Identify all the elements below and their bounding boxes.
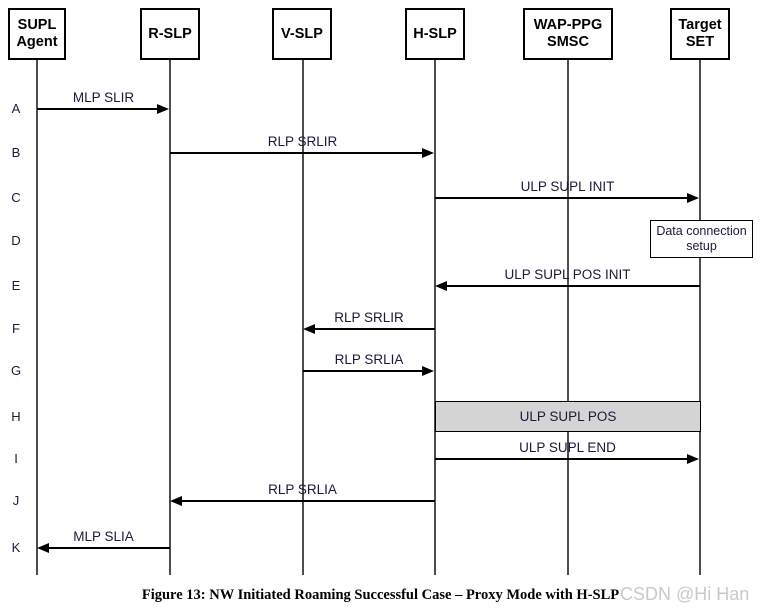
lifeline-v-slp [302, 60, 304, 575]
figure-caption: Figure 13: NW Initiated Roaming Successf… [141, 587, 620, 603]
actor-box-v-slp: V-SLP [272, 8, 332, 60]
step-key-a: A [11, 101, 21, 116]
message-arrowhead-c [687, 192, 699, 203]
message-arrowhead-b [422, 147, 434, 158]
actor-box-wap-ppg-smsc: WAP-PPG SMSC [523, 8, 613, 60]
message-line-k [49, 547, 170, 549]
message-arrowhead-g [422, 365, 434, 376]
message-arrowhead-k [37, 542, 49, 553]
step-key-f: F [12, 321, 20, 336]
actor-box-supl-agent: SUPL Agent [8, 8, 66, 60]
message-line-a [37, 108, 158, 110]
message-label-f: RLP SRLIR [334, 310, 404, 325]
message-label-j: RLP SRLIA [268, 482, 337, 497]
step-key-i: I [14, 451, 18, 466]
message-arrowhead-e [435, 280, 447, 291]
message-line-j [182, 500, 435, 502]
message-bar-ulp-supl-pos: ULP SUPL POS [435, 401, 701, 432]
actor-box-target-set: Target SET [670, 8, 730, 60]
note-data-connection-setup: Data connection setup [650, 220, 753, 258]
message-line-g [303, 370, 423, 372]
step-key-j: J [12, 493, 20, 508]
message-label-c: ULP SUPL INIT [520, 179, 615, 194]
message-line-f [315, 328, 435, 330]
message-label-a: MLP SLIR [72, 90, 135, 105]
message-line-b [170, 152, 423, 154]
message-label-k: MLP SLIA [73, 529, 134, 544]
step-key-k: K [11, 540, 21, 555]
lifeline-supl-agent [36, 60, 38, 575]
message-arrowhead-f [303, 323, 315, 334]
lifeline-wap-ppg-smsc [567, 60, 569, 575]
message-line-i [435, 458, 688, 460]
message-line-e [447, 285, 700, 287]
message-label-b: RLP SRLIR [267, 134, 338, 149]
step-key-h: H [11, 409, 21, 424]
step-key-d: D [11, 233, 21, 248]
lifeline-target-set [699, 60, 701, 575]
actor-box-h-slp: H-SLP [405, 8, 465, 60]
lifeline-h-slp [434, 60, 436, 575]
step-key-c: C [11, 190, 21, 205]
message-label-g: RLP SRLIA [334, 352, 404, 367]
message-label-e: ULP SUPL POS INIT [504, 267, 631, 282]
message-arrowhead-j [170, 495, 182, 506]
actor-box-r-slp: R-SLP [140, 8, 200, 60]
message-arrowhead-a [157, 103, 169, 114]
watermark: CSDN @Hi Han [620, 584, 750, 604]
step-key-b: B [11, 145, 21, 160]
message-arrowhead-i [687, 453, 699, 464]
message-line-c [435, 197, 688, 199]
message-label-i: ULP SUPL END [519, 440, 616, 455]
lifeline-r-slp [169, 60, 171, 575]
step-key-e: E [11, 278, 21, 293]
step-key-g: G [10, 363, 22, 378]
